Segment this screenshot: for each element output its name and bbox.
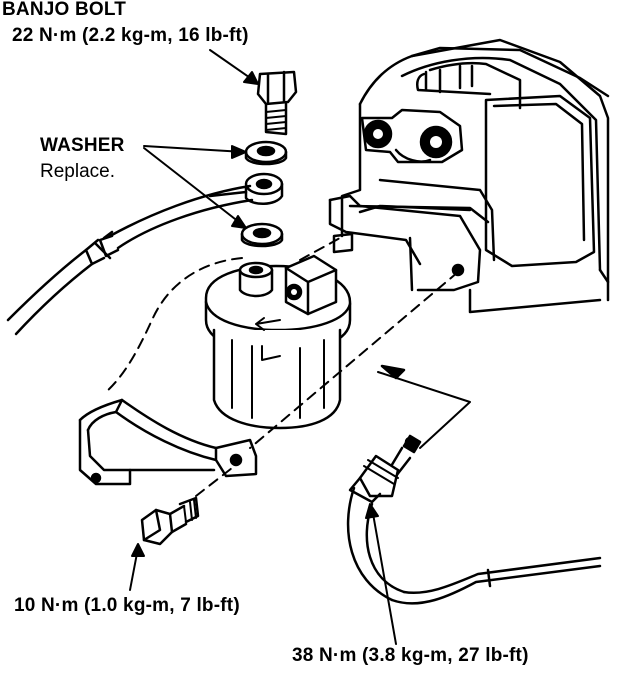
banjo-bolt-label: BANJO BOLT bbox=[2, 0, 127, 20]
fuel-outlet-hose bbox=[346, 364, 602, 605]
upper-mount-bracket bbox=[328, 194, 482, 292]
bolt-dashed-line bbox=[195, 467, 233, 497]
leader-mount-bolt bbox=[129, 543, 145, 591]
fuel-feed-hose bbox=[6, 184, 254, 336]
filter-clamp bbox=[78, 398, 258, 486]
lower-washer bbox=[240, 222, 284, 248]
banjo-bolt bbox=[256, 70, 298, 136]
bracket-bolts bbox=[360, 108, 464, 164]
banjo-fitting bbox=[208, 172, 284, 205]
leader-banjo-bolt bbox=[209, 49, 259, 85]
leader-flare-nut bbox=[365, 503, 397, 645]
banjo-bolt-torque-label: 22 N·m (2.2 kg-m, 16 lb-ft) bbox=[12, 25, 249, 46]
upper-washer bbox=[244, 140, 288, 166]
leader-washers bbox=[143, 145, 247, 229]
washer-label: WASHER bbox=[40, 135, 125, 156]
clamp-mount-bolt bbox=[140, 496, 200, 546]
washer-note-label: Replace. bbox=[40, 161, 115, 182]
flare-nut-torque-label: 38 N·m (3.8 kg-m, 27 lb-ft) bbox=[292, 645, 529, 666]
bracket-dashed-line bbox=[249, 271, 459, 449]
body-frame-panel bbox=[340, 38, 610, 314]
fuel-filter bbox=[204, 254, 352, 430]
clamp-dashed-outline bbox=[105, 237, 341, 393]
mount-bolt-torque-label: 10 N·m (1.0 kg-m, 7 lb-ft) bbox=[14, 595, 240, 616]
